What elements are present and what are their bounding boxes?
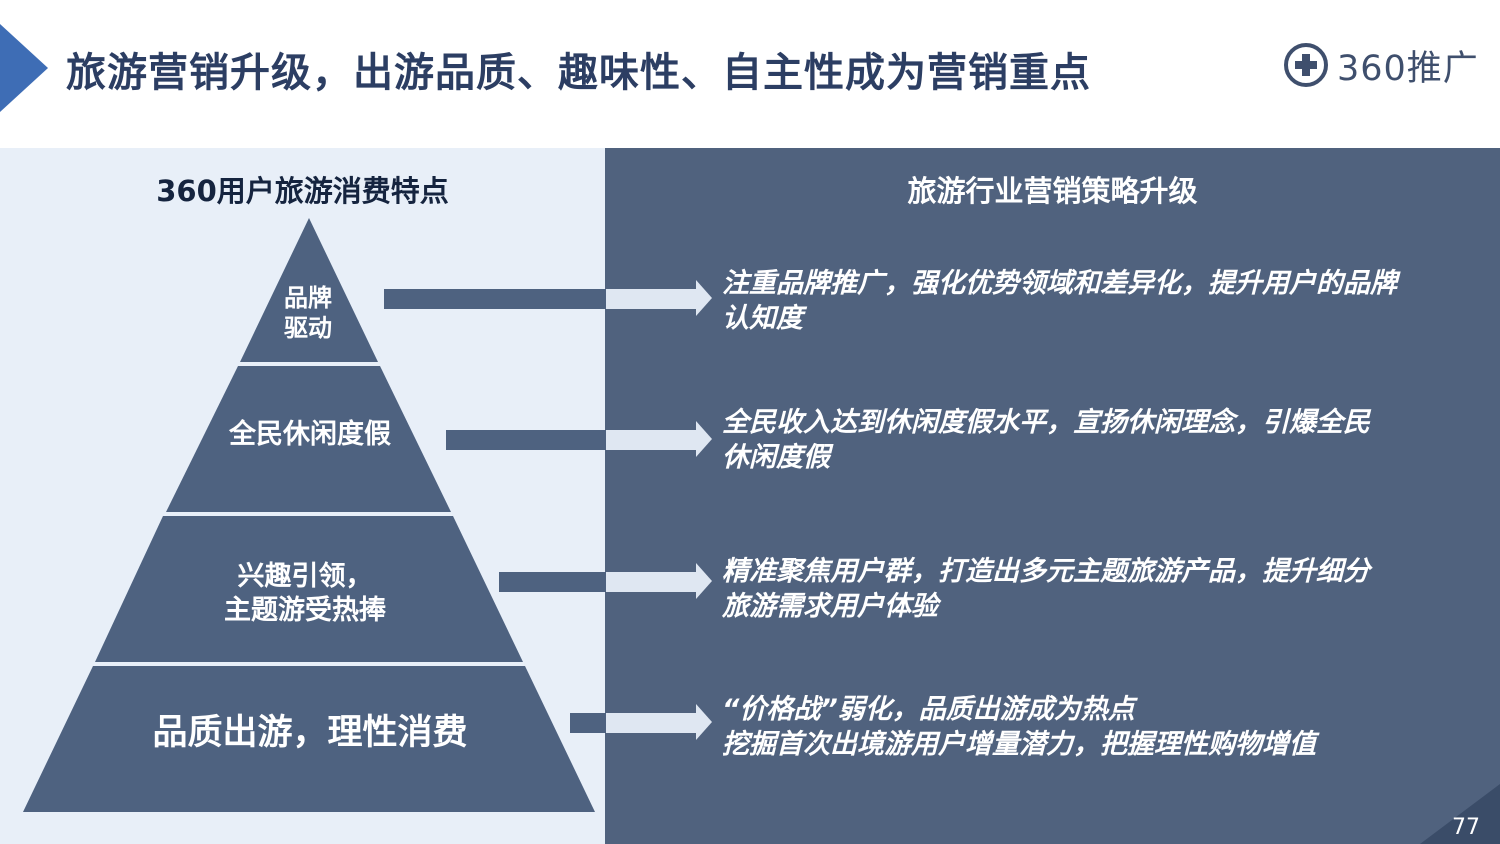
marketing-strategy-panel xyxy=(605,148,1500,844)
strategy-item: 精准聚焦用户群，打造出多元主题旅游产品，提升细分 旅游需求用户体验 xyxy=(722,556,1370,622)
user-features-heading: 360用户旅游消费特点 xyxy=(156,174,449,208)
page-number: 77 xyxy=(1452,815,1480,840)
strategy-item: 注重品牌推广，强化优势领域和差异化，提升用户的品牌 认知度 xyxy=(722,268,1397,334)
brand-logo: 360推广 xyxy=(1283,40,1479,90)
page-corner-icon xyxy=(1420,784,1500,844)
tier-label-leisure: 全民休闲度假 xyxy=(229,419,391,450)
tier-label-quality: 品质出游，理性消费 xyxy=(152,713,468,753)
logo-text: 360推广 xyxy=(1337,48,1479,89)
strategy-heading: 旅游行业营销策略升级 xyxy=(907,174,1198,208)
tier-label-brand: 品牌 驱动 xyxy=(284,284,332,342)
strategy-item: “价格战”弱化，品质出游成为热点 挖掘首次出境游用户增量潜力，把握理性购物增值 xyxy=(722,694,1316,760)
page-title: 旅游营销升级，出游品质、趣味性、自主性成为营销重点 xyxy=(66,50,1091,96)
header-chevron-icon xyxy=(0,24,48,112)
plus-circle-icon xyxy=(1284,43,1328,87)
tier-label-interest: 兴趣引领， 主题游受热捧 xyxy=(224,561,386,626)
strategy-item: 全民收入达到休闲度假水平，宣扬休闲理念，引爆全民 休闲度假 xyxy=(722,407,1370,473)
